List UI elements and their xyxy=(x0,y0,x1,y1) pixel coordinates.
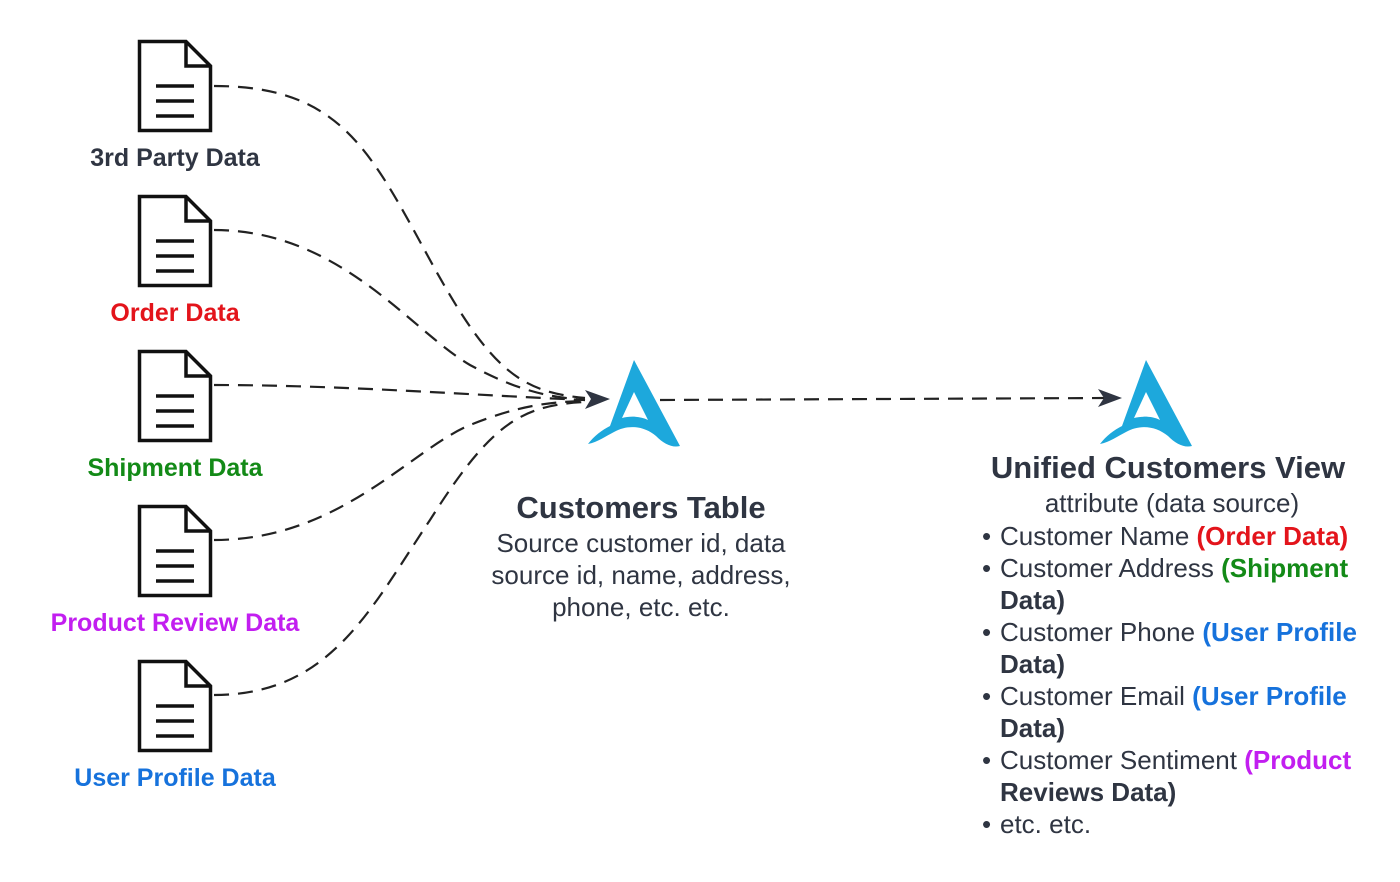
unified-view-title: Unified Customers View xyxy=(991,450,1346,485)
attribute-source-continued: Data) xyxy=(1000,649,1065,679)
attribute-name: Customer Phone (User Profile xyxy=(1000,617,1357,647)
source-label: Order Data xyxy=(110,299,240,327)
document-icon xyxy=(137,194,213,288)
attribute-list-item: • etc. etc. xyxy=(982,809,1091,839)
attribute-source: (User Profile xyxy=(1202,617,1357,647)
connector-order xyxy=(213,228,586,402)
arrowhead-into-unified-view xyxy=(1098,389,1122,407)
connectors xyxy=(213,84,1106,697)
document-icon xyxy=(137,39,213,133)
logo-icon xyxy=(1100,360,1192,447)
source-item: Shipment Data xyxy=(87,349,264,482)
logo-icon xyxy=(588,360,680,447)
source-label: Product Review Data xyxy=(51,609,301,637)
unified-view-attribute-list: • Customer Name (Order Data) • Customer Add… xyxy=(982,521,1357,839)
source-item: 3rd Party Data xyxy=(90,39,261,172)
connector-user-profile xyxy=(213,400,586,697)
attribute-source-continued: Reviews Data) xyxy=(1000,777,1176,807)
attribute-source: (User Profile xyxy=(1192,681,1347,711)
attribute-source-continued: Data) xyxy=(1000,713,1065,743)
customers-table-desc-line-1: Source customer id, data xyxy=(496,528,786,558)
document-icon xyxy=(137,504,213,598)
attribute-name: Customer Name (Order Data) xyxy=(1000,521,1348,551)
bullet: • xyxy=(982,809,991,839)
connector-3rd-party xyxy=(213,84,586,400)
bullet: • xyxy=(982,521,991,551)
bullet: • xyxy=(982,745,991,775)
source-label: User Profile Data xyxy=(74,764,277,792)
connector-table-to-view xyxy=(659,396,1106,402)
attribute-source: (Order Data) xyxy=(1197,521,1349,551)
bullet: • xyxy=(982,681,991,711)
attribute-source: (Product xyxy=(1244,745,1351,775)
attribute-source: (Shipment xyxy=(1221,553,1348,583)
unified-view-subtitle: attribute (data source) xyxy=(1045,488,1299,518)
attribute-name: Customer Sentiment (Product xyxy=(1000,745,1351,775)
source-label: 3rd Party Data xyxy=(90,144,261,172)
attribute-name: Customer Address (Shipment xyxy=(1000,553,1349,583)
attribute-source-continued: Data) xyxy=(1000,585,1065,615)
source-item: Order Data xyxy=(110,194,241,327)
document-icon xyxy=(137,659,213,753)
attribute-name: Customer Email (User Profile xyxy=(1000,681,1347,711)
unified-view-node: Unified Customers View attribute (data s… xyxy=(982,360,1357,839)
source-label: Shipment Data xyxy=(87,454,263,482)
source-item: User Profile Data xyxy=(74,659,277,792)
document-icon xyxy=(137,349,213,443)
attribute-name: etc. etc. xyxy=(1000,809,1091,839)
connector-shipment xyxy=(213,383,586,402)
connector-product-review xyxy=(213,399,586,542)
customers-table-desc-line-2: source id, name, address, xyxy=(491,560,790,590)
customers-table-node: Customers Table Source customer id, data… xyxy=(491,360,791,622)
arrowhead-into-customers-table xyxy=(585,390,610,409)
bullet: • xyxy=(982,617,991,647)
attribute-list-item: • Customer Name (Order Data) xyxy=(982,521,1348,551)
bullet: • xyxy=(982,553,991,583)
customers-table-title: Customers Table xyxy=(516,490,765,525)
customers-table-desc-line-3: phone, etc. etc. xyxy=(552,592,730,622)
source-item: Product Review Data xyxy=(51,504,301,637)
